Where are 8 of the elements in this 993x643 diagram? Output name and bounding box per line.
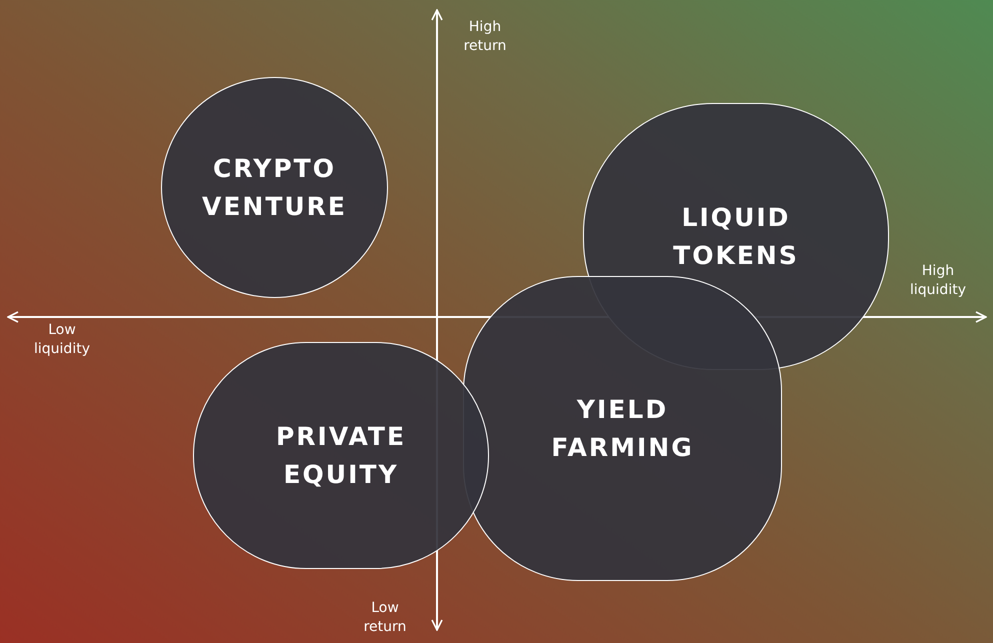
category-label: LIQUID TOKENS <box>672 202 800 272</box>
axis-label: Low liquidity <box>33 321 91 359</box>
axis-label: High liquidity <box>909 262 967 300</box>
category-label: YIELD FARMING <box>550 394 695 464</box>
category-label: CRYPTO VENTURE <box>200 152 348 222</box>
axis-label: High return <box>462 18 508 56</box>
axis-label: Low return <box>362 599 408 637</box>
category-label: PRIVATE EQUITY <box>274 420 408 490</box>
